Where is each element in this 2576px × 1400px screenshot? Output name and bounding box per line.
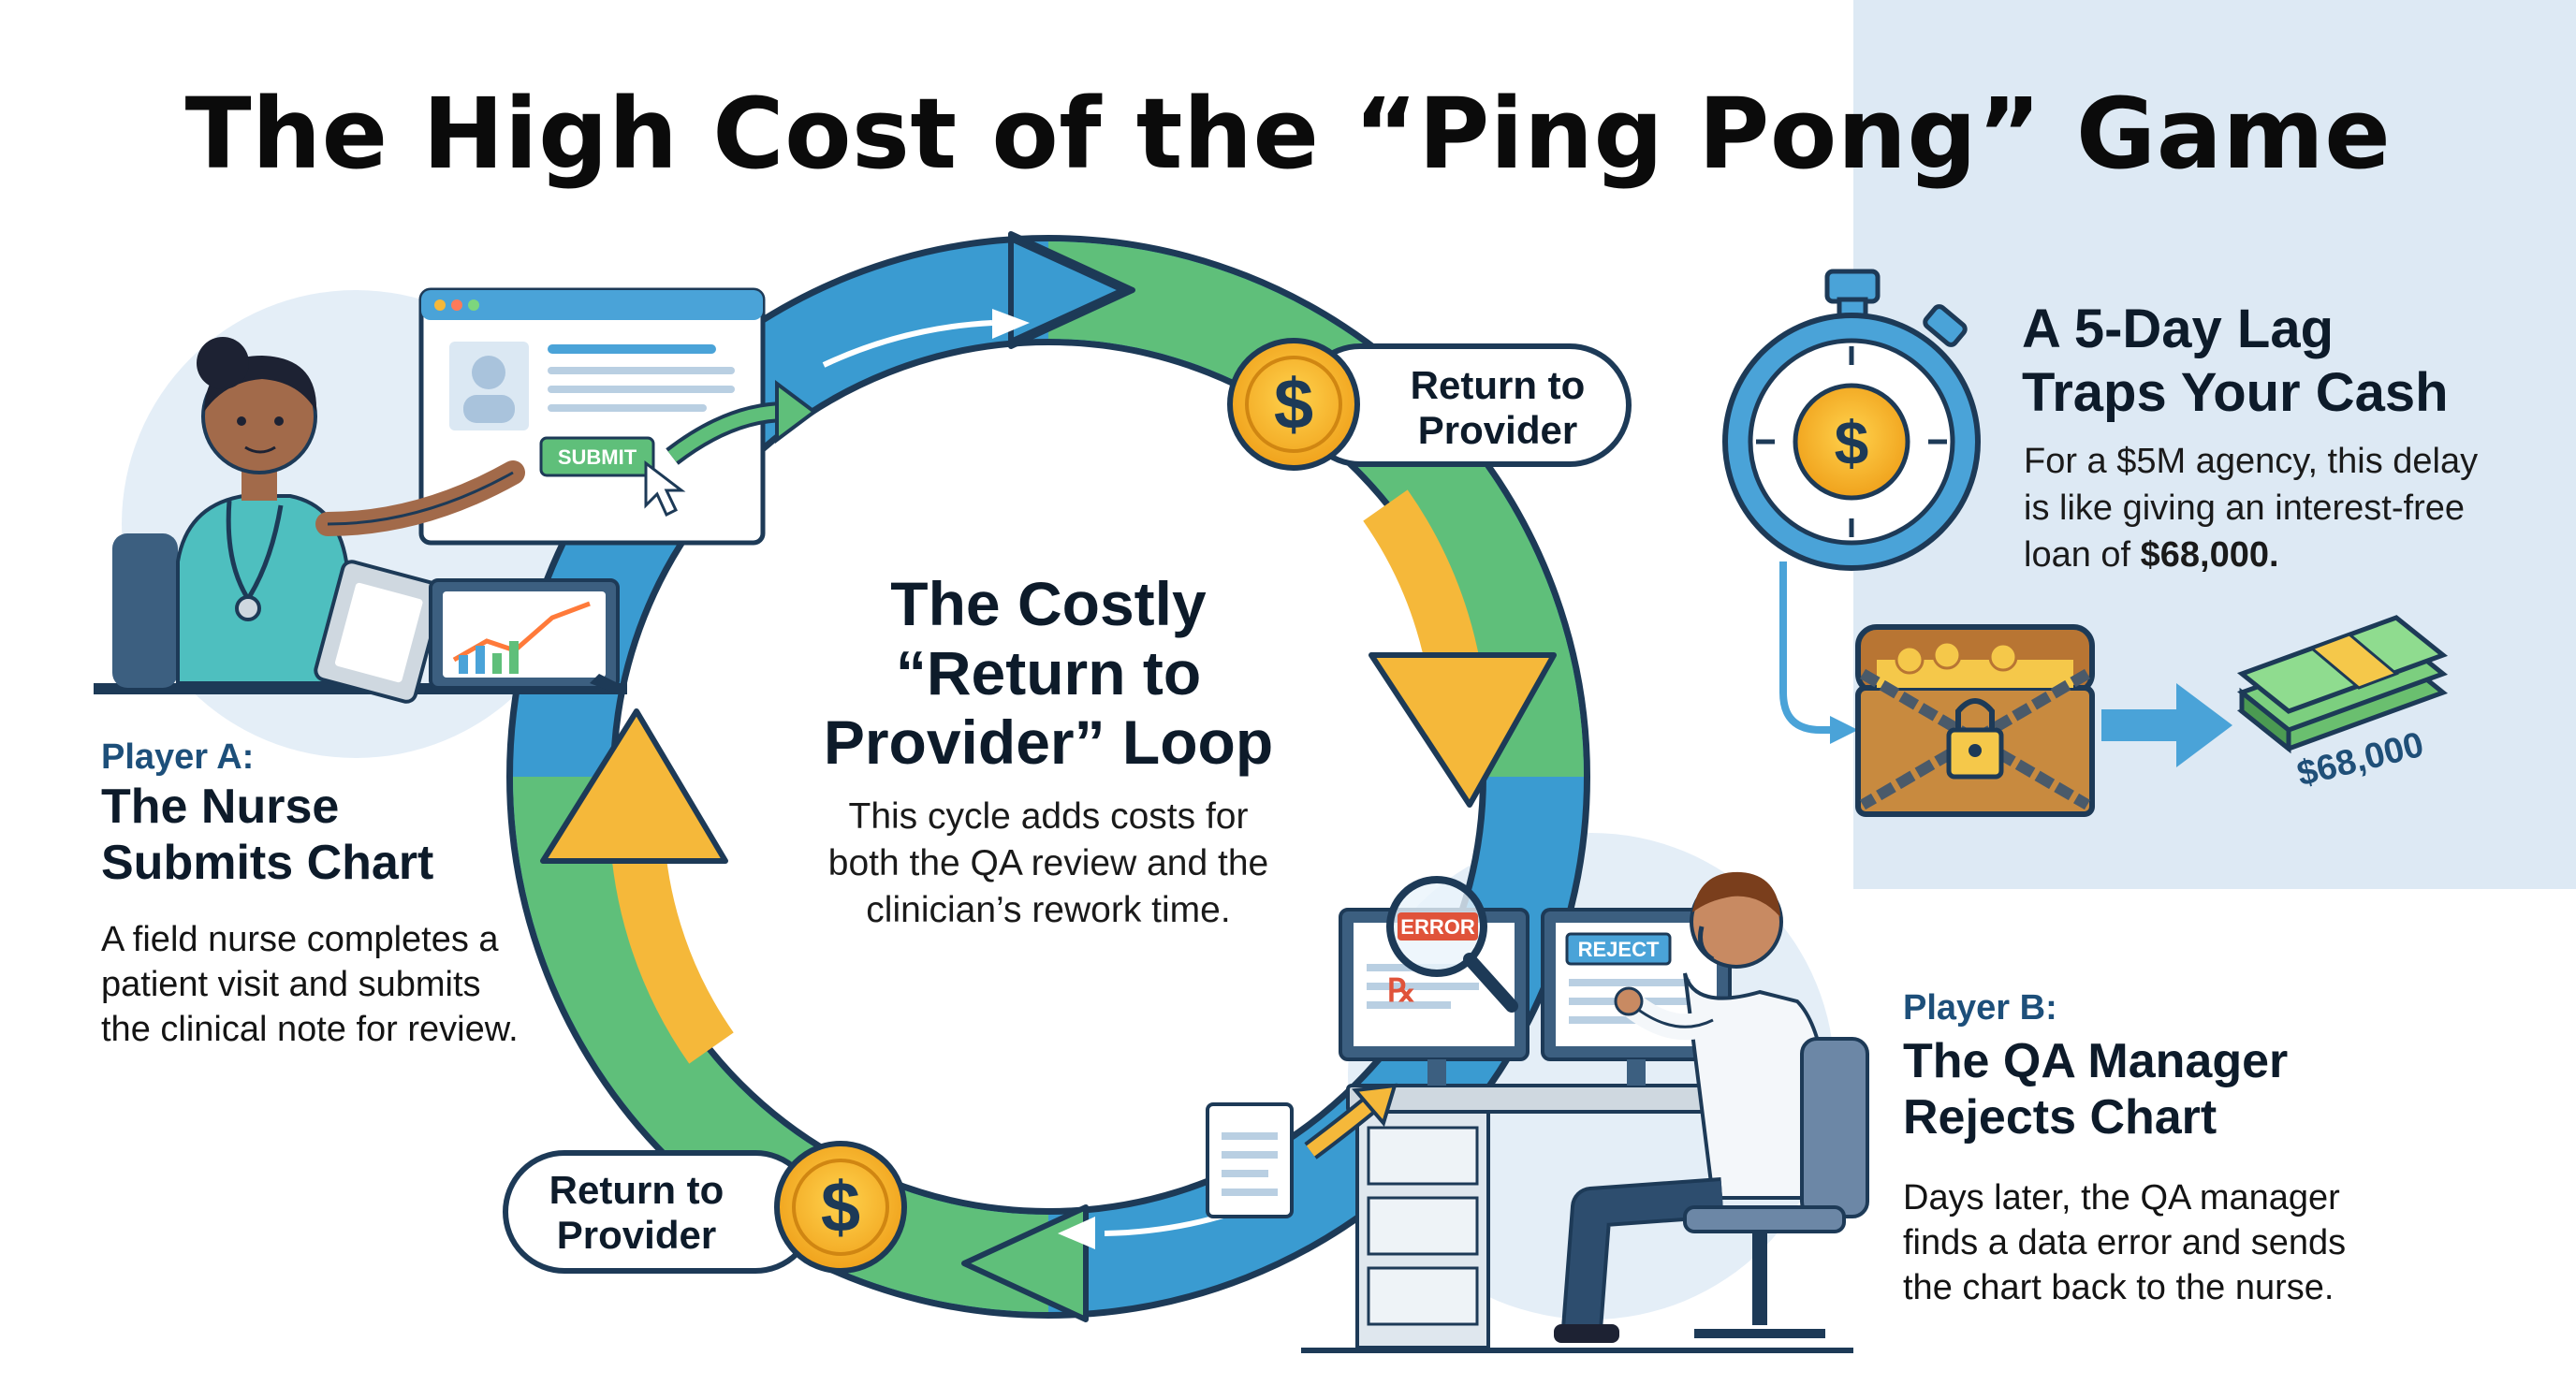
pill-bottom-label: Return to Provider [524, 1168, 749, 1258]
pill-bottom-line1: Return to [549, 1168, 724, 1212]
arrowhead-bottom [961, 1204, 1089, 1322]
submit-label: SUBMIT [558, 445, 637, 469]
player-b-desc-line3: the chart back to the nurse. [1903, 1268, 2334, 1307]
loop-desc-line2: both the QA review and the [827, 843, 1269, 883]
loop-title: The Costly “Return to Provider” Loop [768, 569, 1329, 777]
player-b-desc-line1: Days later, the QA manager [1903, 1178, 2340, 1218]
player-a-desc-line1: A field nurse completes a [101, 920, 499, 959]
lag-title-line1: A 5-Day Lag [2022, 299, 2334, 359]
treasure-chest-icon [1855, 624, 2095, 817]
loop-title-line2: “Return to [895, 638, 1202, 707]
lag-connector [1779, 561, 1835, 734]
loop-desc-line1: This cycle adds costs for [848, 796, 1249, 837]
arrowhead-left [540, 708, 728, 864]
player-a-desc-line2: patient visit and submits [101, 965, 481, 1004]
lag-title-line2: Traps Your Cash [2022, 362, 2449, 423]
qa-manager-illustration: ℞ ERROR REJECT [1206, 871, 1869, 1353]
lag-title: A 5-Day Lag Traps Your Cash [2022, 298, 2546, 425]
player-a-title-line2: Submits Chart [101, 836, 434, 890]
loop-arrowheads [540, 231, 1557, 1322]
player-a-description: A field nurse completes a patient visit … [101, 917, 588, 1052]
inner-guide-arrows [992, 309, 1095, 1249]
stopwatch-icon: $ [1722, 269, 1981, 571]
error-label: ERROR [1400, 915, 1475, 939]
dollar-coin-icon [1793, 383, 1910, 501]
pill-top-line1: Return to [1410, 363, 1586, 407]
rx-symbol: ℞ [1387, 972, 1415, 1010]
player-b-title-line2: Rejects Chart [1903, 1090, 2217, 1145]
arrowhead-right [1368, 652, 1557, 808]
transfer-arrow [2101, 683, 2232, 767]
player-b-title-line1: The QA Manager [1903, 1034, 2289, 1088]
pill-top-label: Return to Provider [1376, 363, 1619, 453]
nurse-illustration: SUBMIT [94, 287, 818, 704]
loop-desc-line3: clinician’s rework time. [866, 890, 1231, 930]
loop-title-line3: Provider” Loop [823, 707, 1274, 777]
player-b-description: Days later, the QA manager finds a data … [1903, 1175, 2390, 1310]
coin-symbol-bottom: $ [821, 1168, 860, 1247]
document-icon [1206, 1102, 1294, 1218]
pill-bottom-line2: Provider [556, 1213, 717, 1257]
pill-top-line2: Provider [1417, 408, 1578, 452]
player-b-title: The QA Manager Rejects Chart [1903, 1033, 2427, 1145]
pill-bottom: $ [503, 1141, 907, 1274]
coin-symbol-stopwatch: $ [1835, 408, 1869, 477]
error-badge [1398, 912, 1478, 941]
lag-description: For a $5M agency, this delay is like giv… [2024, 438, 2510, 578]
lag-desc-line3: loan of $68,000. [2024, 532, 2510, 578]
player-a-title: The Nurse Submits Chart [101, 779, 625, 891]
coin-symbol-top: $ [1274, 365, 1313, 445]
pill-top: $ [1227, 338, 1632, 471]
main-title: The High Cost of the “Ping Pong” Game [184, 77, 2392, 191]
loop-title-line1: The Costly [890, 569, 1207, 638]
player-b-kicker: Player B: [1903, 988, 2057, 1028]
reject-button [1565, 932, 1672, 966]
player-a-title-line1: The Nurse [101, 780, 340, 834]
player-a-desc-line3: the clinical note for review. [101, 1010, 519, 1049]
reject-label: REJECT [1578, 938, 1660, 961]
lag-desc-line2: is like giving an interest-free [2024, 489, 2465, 528]
lag-desc-amount: $68,000. [2140, 535, 2279, 575]
lag-desc-line1: For a $5M agency, this delay [2024, 442, 2479, 481]
lag-connector-arrowhead [1830, 716, 1858, 744]
player-a-kicker: Player A: [101, 737, 255, 777]
loop-description: This cycle adds costs for both the QA re… [786, 794, 1310, 934]
submit-button [539, 436, 655, 477]
lag-desc-prefix: loan of [2024, 535, 2141, 575]
money-stack-icon [2236, 615, 2449, 754]
player-b-desc-line2: finds a data error and sends [1903, 1223, 2347, 1262]
